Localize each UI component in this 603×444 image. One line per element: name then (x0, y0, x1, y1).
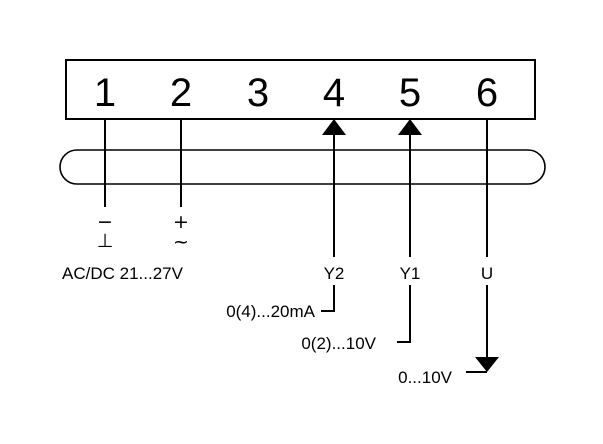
u-range-label: 0...10V (398, 368, 453, 387)
terminal-2-number: 2 (170, 71, 192, 115)
y2-range-label: 0(4)...20mA (226, 302, 315, 321)
terminal-block (65, 59, 536, 120)
ac-symbol: ~ (173, 231, 189, 253)
terminal-6-number: 6 (476, 71, 498, 115)
u-label: U (481, 264, 493, 283)
terminal-4-number: 4 (323, 71, 345, 115)
terminal-1-number: 1 (94, 71, 116, 115)
wire-y2-lead (321, 285, 335, 312)
supply-voltage-label: AC/DC 21...27V (62, 264, 184, 283)
wire-y1-lead (397, 285, 411, 343)
terminal-3-number: 3 (247, 71, 269, 115)
y1-label: Y1 (400, 264, 421, 283)
terminal-5-number: 5 (399, 71, 421, 115)
plus-symbol: + (173, 211, 189, 233)
terminal-5-arrow-up-icon (398, 119, 422, 135)
y1-range-label: 0(2)...10V (301, 334, 376, 353)
cable-sheath (59, 149, 546, 185)
terminal-4-arrow-up-icon (322, 119, 346, 135)
terminal-6-arrow-down-icon (475, 357, 499, 372)
minus-symbol: − (97, 211, 113, 233)
y2-label: Y2 (324, 264, 345, 283)
ground-symbol: ⊥ (97, 230, 114, 252)
